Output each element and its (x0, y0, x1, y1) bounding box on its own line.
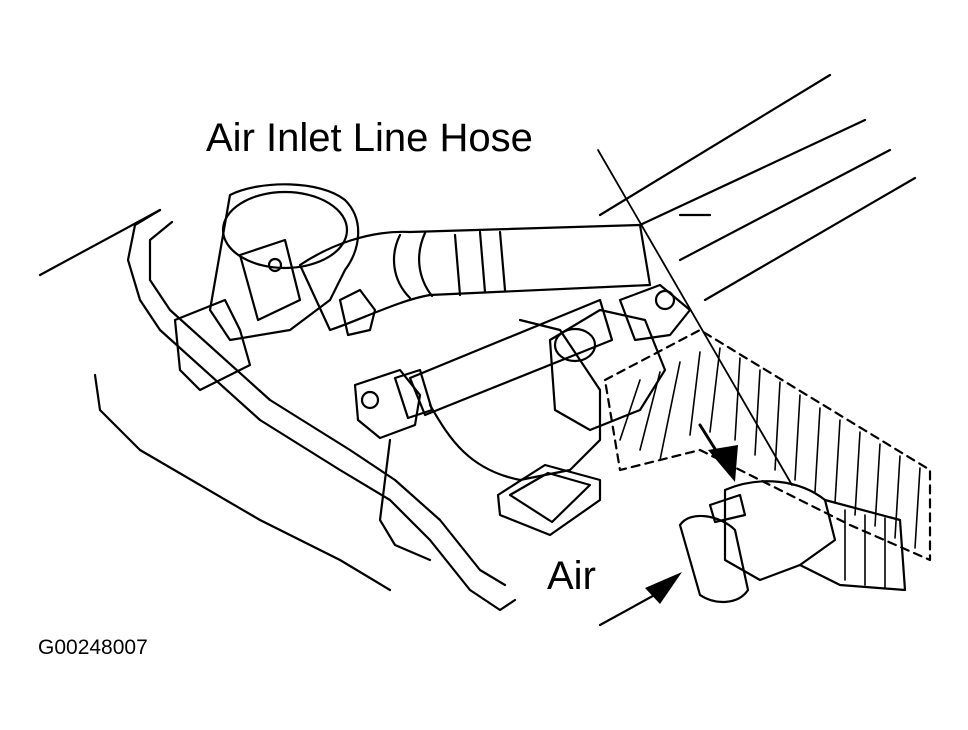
hose-pleat (453, 230, 507, 297)
valve-body (548, 308, 667, 432)
rectangular-port-inner (508, 471, 592, 524)
corrugated-duct-dashed (603, 328, 932, 562)
hose-leader-line (597, 149, 793, 486)
figure-id-label: G00248007 (38, 636, 148, 659)
left-clamp-bolt (267, 257, 283, 273)
thin-tube-top (678, 148, 892, 262)
air-callout-label: Air (547, 554, 596, 598)
mounting-bracket (126, 208, 517, 612)
mounting-bracket-inner (148, 220, 507, 587)
air-flow-arrow-shaft (598, 590, 662, 627)
left-pipe (173, 298, 252, 392)
left-fitting (338, 288, 377, 337)
valve-connector-bolt (654, 289, 676, 311)
left-canister (208, 183, 360, 342)
thin-tube-bottom (703, 176, 917, 302)
valve-connector (618, 283, 692, 342)
elbow-hose-ribs (844, 509, 886, 589)
hose-end-ring-1 (393, 233, 412, 300)
air-flow-arrow-head (645, 572, 682, 604)
corrugated-duct-ribs (619, 347, 921, 549)
upper-tube-top (598, 73, 832, 217)
center-fitting (353, 368, 422, 440)
bracket-lower-edge (93, 373, 392, 592)
right-canister (428, 318, 602, 482)
center-hose (408, 298, 614, 417)
center-bolt (360, 390, 380, 410)
elbow-hose (798, 498, 907, 592)
removal-arrow-head (708, 445, 738, 482)
upper-tube-bottom (638, 118, 867, 227)
elbow-sensor-flange (678, 514, 750, 603)
valve-port (553, 327, 597, 363)
air-inlet-line-hose (298, 223, 652, 332)
bracket-rib (378, 438, 432, 562)
hose-end-ring-2 (418, 231, 434, 298)
left-canister-cap (221, 190, 349, 270)
rectangular-port (496, 463, 602, 537)
left-clamp (238, 238, 302, 322)
hose-callout-label: Air Inlet Line Hose (206, 116, 533, 160)
elbow-sensor-tab (708, 493, 747, 524)
